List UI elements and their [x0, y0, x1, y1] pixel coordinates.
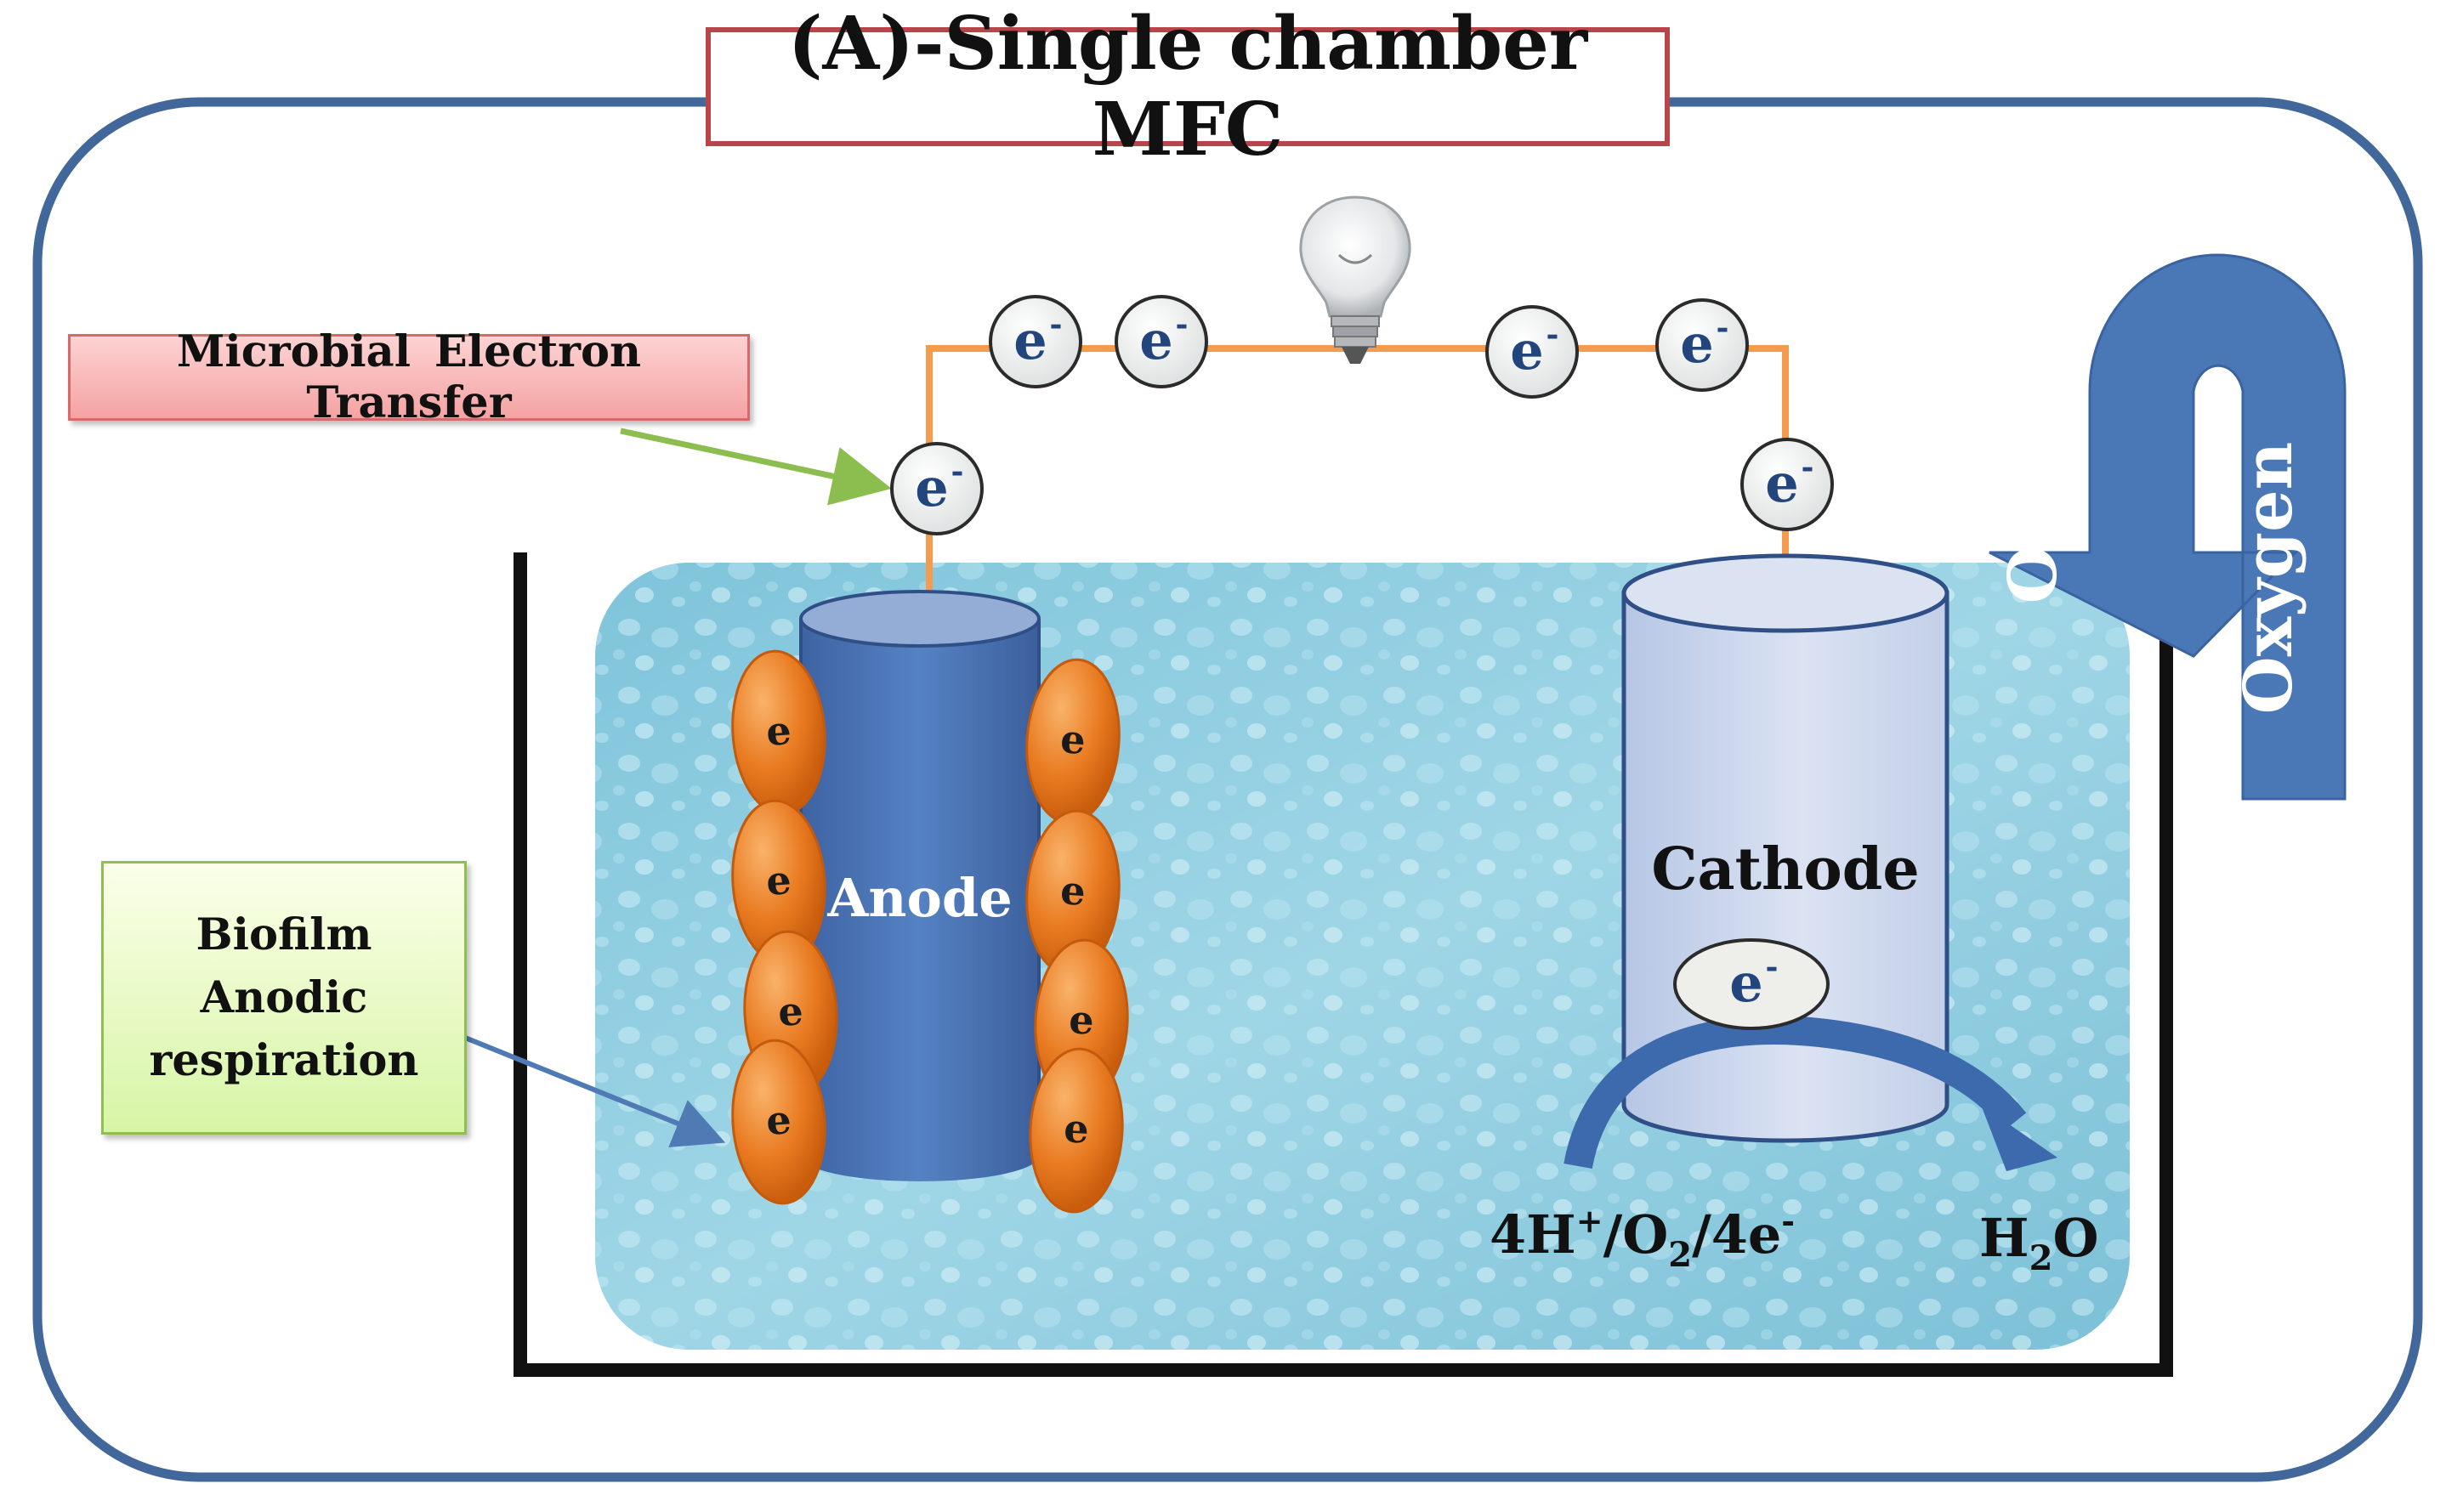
- electron-symbol: e: [1729, 952, 1762, 1014]
- electron-charge: -: [1176, 307, 1189, 343]
- microbial-electron-transfer-label: Microbial Electron Transfer: [68, 326, 750, 428]
- biofilm-bacteria: e e e e e e e e: [731, 649, 1129, 1214]
- electron-symbol: e: [1680, 313, 1713, 375]
- diagram-title: (A)-Single chamber MFC: [706, 1, 1670, 173]
- reactants-label: 4H+/O2/4e-: [1490, 1202, 1795, 1275]
- electron-symbol: e: [1013, 309, 1047, 371]
- external-circuit-wire: [926, 345, 1789, 595]
- electron-charge: -: [951, 454, 964, 490]
- electron-charge: -: [1717, 310, 1729, 346]
- chamber-container: [514, 552, 2173, 1377]
- electron-charge: -: [1802, 450, 1814, 485]
- circuit-electrons: e-e-e-e-e-e-e-: [890, 295, 1834, 1030]
- anode-label: Anode: [826, 867, 1012, 929]
- electron-token: e-: [1740, 438, 1834, 531]
- biofilm-label: Biofilm Anodic respiration: [101, 861, 467, 1135]
- product-label: H2O: [1979, 1207, 2098, 1278]
- met-text: Microbial Electron Transfer: [176, 326, 642, 428]
- oxygen-u-arrow-icon: [1989, 253, 2347, 801]
- electron-charge: -: [1546, 317, 1559, 353]
- bacterium-cell: e: [731, 1039, 826, 1205]
- bacterium-label: e: [1059, 716, 1087, 763]
- electron-symbol: e: [1765, 452, 1798, 514]
- biofilm-line-3: respiration: [149, 1035, 419, 1086]
- bacterium-label: e: [764, 1096, 792, 1144]
- bacterium-label: e: [777, 988, 804, 1034]
- met-pointer-arrow: [620, 428, 892, 506]
- title-text: (A)-Single chamber MFC: [787, 1, 1588, 173]
- bacterium-label: e: [1059, 867, 1087, 915]
- electron-symbol: e: [915, 456, 948, 518]
- light-bulb-icon: [1299, 195, 1411, 364]
- electron-symbol: e: [1510, 320, 1543, 382]
- electron-charge: -: [1050, 307, 1063, 343]
- oxygen-label-left: Oxygen: [1995, 331, 2072, 604]
- biofilm-line-1: Biofilm: [196, 909, 372, 960]
- electron-token: e-: [1673, 938, 1830, 1030]
- electron-charge: -: [1766, 949, 1779, 985]
- bacterium-label: e: [1068, 996, 1095, 1043]
- electron-token: e-: [989, 295, 1082, 388]
- cathode-label: Cathode: [1651, 835, 1919, 903]
- biofilm-line-2: Anodic: [200, 972, 368, 1023]
- electron-token: e-: [1485, 305, 1579, 399]
- electron-token: e-: [1655, 298, 1749, 392]
- bacterium-cell: e: [1025, 658, 1121, 824]
- bacterium-label: e: [1063, 1105, 1090, 1152]
- bacterium-label: e: [764, 857, 792, 904]
- oxygen-label-right: Oxygen: [2230, 442, 2307, 715]
- electron-token: e-: [890, 442, 984, 535]
- biofilm-pointer-arrow: [440, 1026, 726, 1147]
- electron-symbol: e: [1139, 309, 1172, 371]
- bacterium-label: e: [764, 707, 792, 755]
- bacterium-cell: e: [1029, 1047, 1124, 1214]
- curved-reaction-arrow-icon: [1564, 1016, 2057, 1171]
- electron-token: e-: [1115, 295, 1208, 388]
